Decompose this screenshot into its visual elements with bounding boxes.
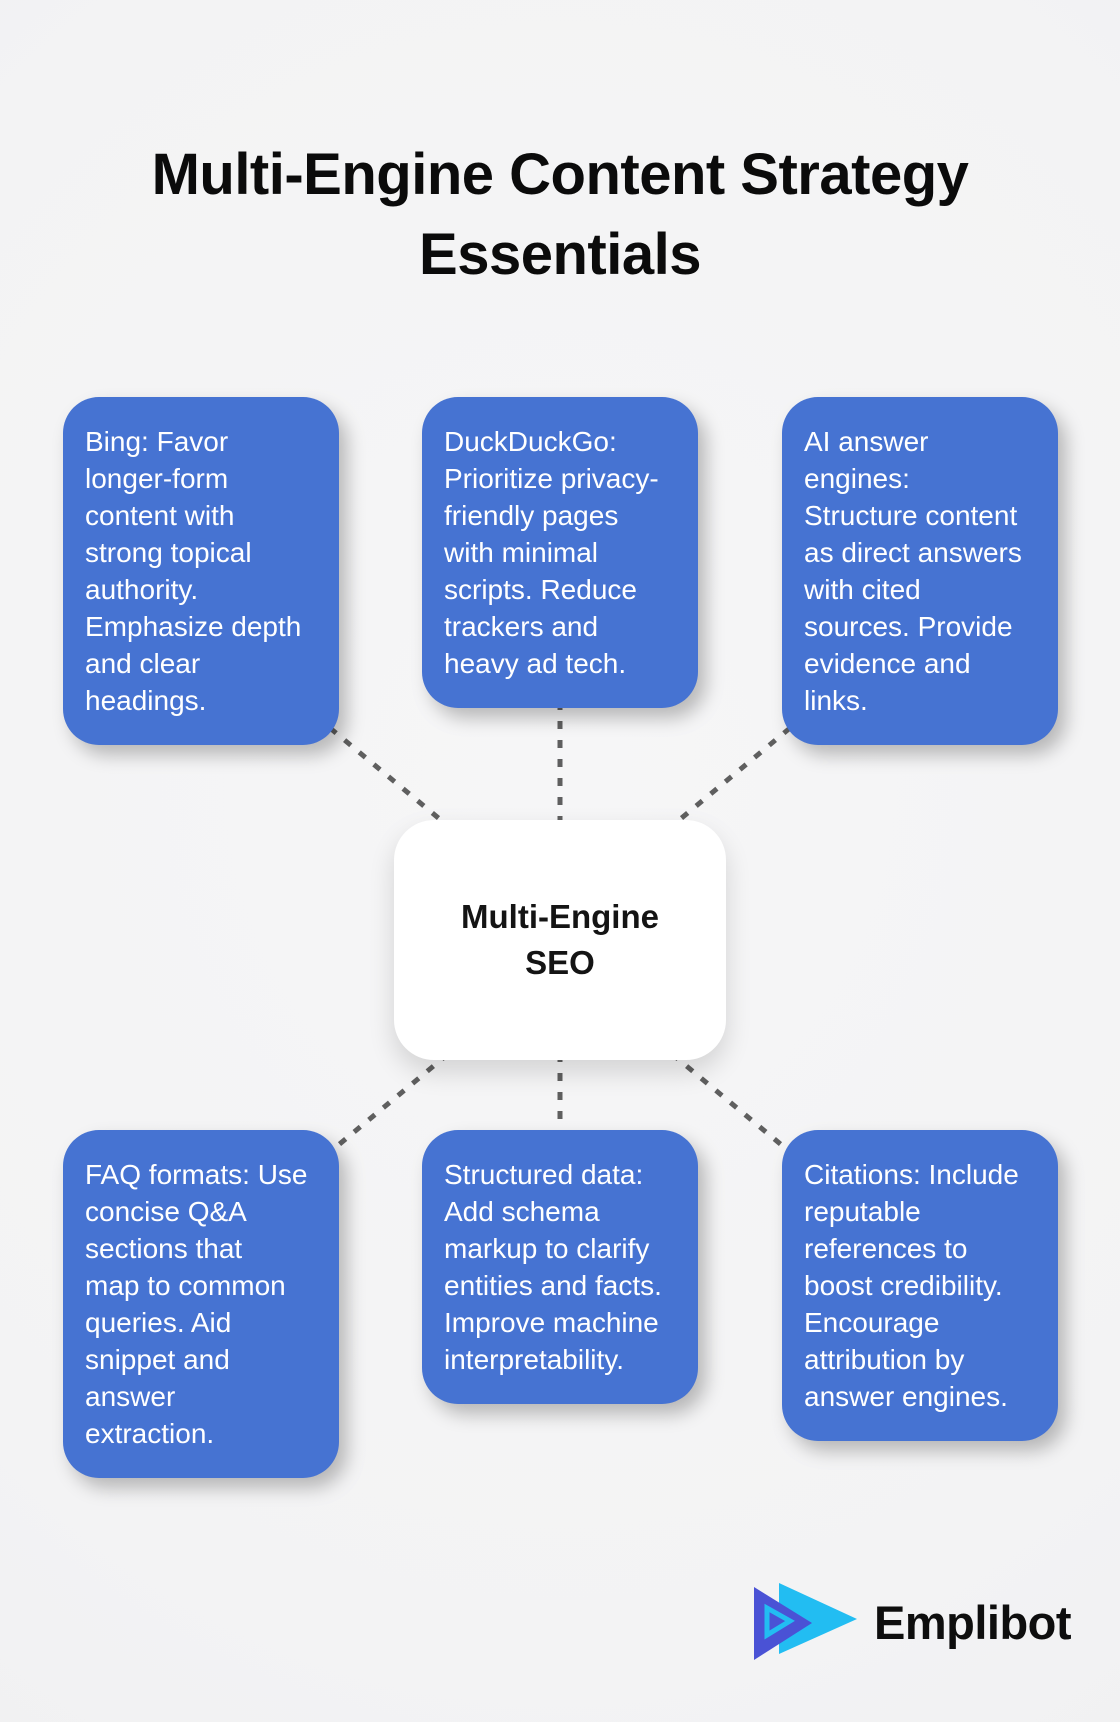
node-structured-data: Structured data: Add schema markup to cl… bbox=[422, 1130, 698, 1404]
node-bing: Bing: Favor longer-form content with str… bbox=[63, 397, 339, 745]
connector-line bbox=[328, 1052, 450, 1154]
node-ai-answer-engines: AI answer engines: Structure content as … bbox=[782, 397, 1058, 745]
center-node-multi-engine-seo: Multi-Engine SEO bbox=[394, 820, 726, 1060]
fast-forward-triangles-icon bbox=[754, 1583, 857, 1660]
connector-line bbox=[328, 726, 450, 828]
page-title: Multi-Engine Content Strategy Essentials bbox=[151, 141, 969, 287]
connector-line bbox=[670, 726, 792, 828]
emplibot-logo: Emplibot bbox=[754, 1583, 1072, 1661]
node-citations: Citations: Include reputable references … bbox=[782, 1130, 1058, 1441]
node-duckduckgo: DuckDuckGo: Prioritize privacy- friendly… bbox=[422, 397, 698, 708]
center-node-label: Multi-Engine SEO bbox=[461, 898, 659, 981]
node-faq-formats: FAQ formats: Use concise Q&A sections th… bbox=[63, 1130, 339, 1478]
connector-line bbox=[670, 1052, 792, 1154]
emplibot-logo-text: Emplibot bbox=[874, 1595, 1072, 1649]
